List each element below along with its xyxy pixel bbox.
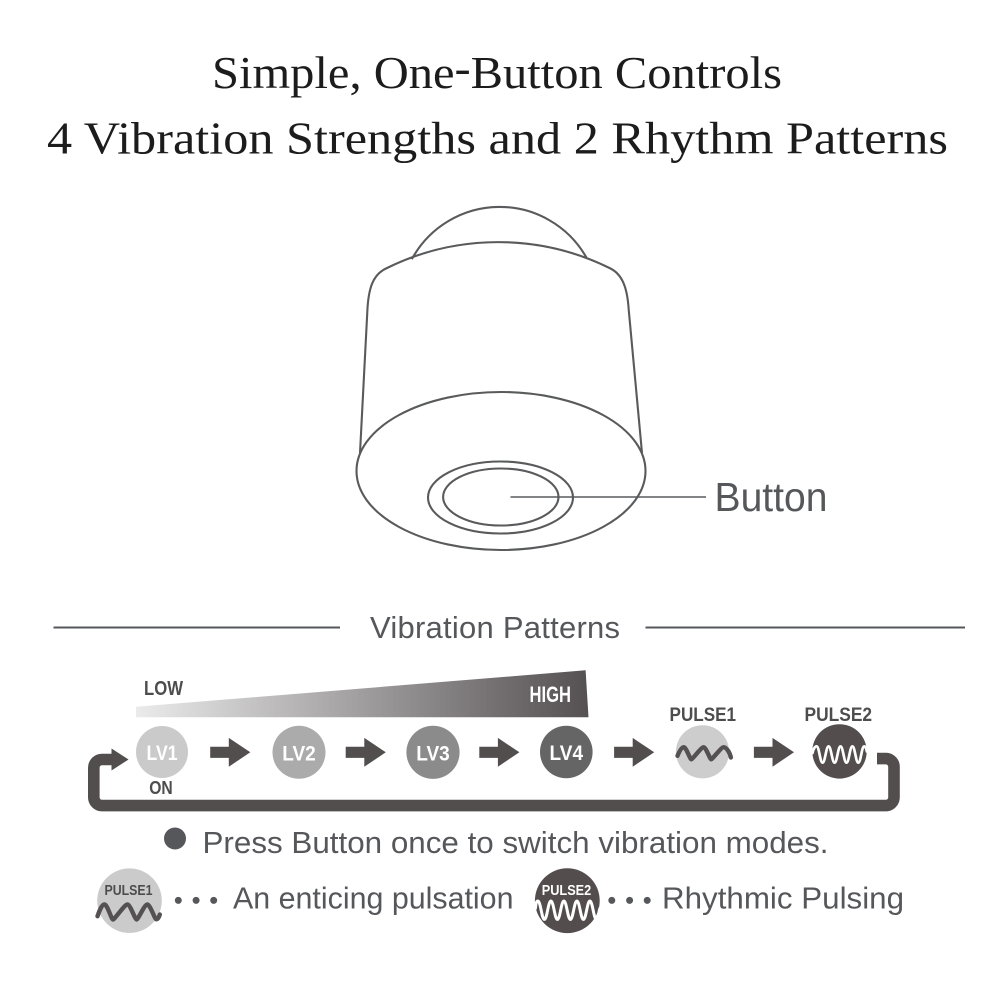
svg-text:LOW: LOW <box>144 678 183 700</box>
svg-text:Button: Button <box>715 474 828 520</box>
svg-text:Press Button once to switch vi: Press Button once to switch vibration mo… <box>203 825 829 860</box>
svg-text:PULSE2: PULSE2 <box>542 883 592 899</box>
svg-text:LV4: LV4 <box>550 741 584 765</box>
svg-text:Vibration Patterns: Vibration Patterns <box>370 610 620 645</box>
svg-text:PULSE1: PULSE1 <box>670 705 737 726</box>
svg-text:HIGH: HIGH <box>530 682 572 707</box>
svg-text:LV1: LV1 <box>147 741 178 765</box>
svg-text:LV2: LV2 <box>282 741 316 765</box>
svg-text:LV3: LV3 <box>416 741 450 765</box>
svg-text:4 Vibration Strengths and 2 Rh: 4 Vibration Strengths and 2 Rhythm Patte… <box>47 113 948 164</box>
svg-text:Rhythmic Pulsing: Rhythmic Pulsing <box>662 881 904 916</box>
svg-text:PULSE2: PULSE2 <box>805 705 873 726</box>
svg-text:Simple, One-Button Controls: Simple, One-Button Controls <box>212 42 782 98</box>
svg-text:PULSE1: PULSE1 <box>105 883 153 899</box>
svg-text:An enticing pulsation: An enticing pulsation <box>233 881 514 916</box>
svg-text:ON: ON <box>149 777 173 798</box>
